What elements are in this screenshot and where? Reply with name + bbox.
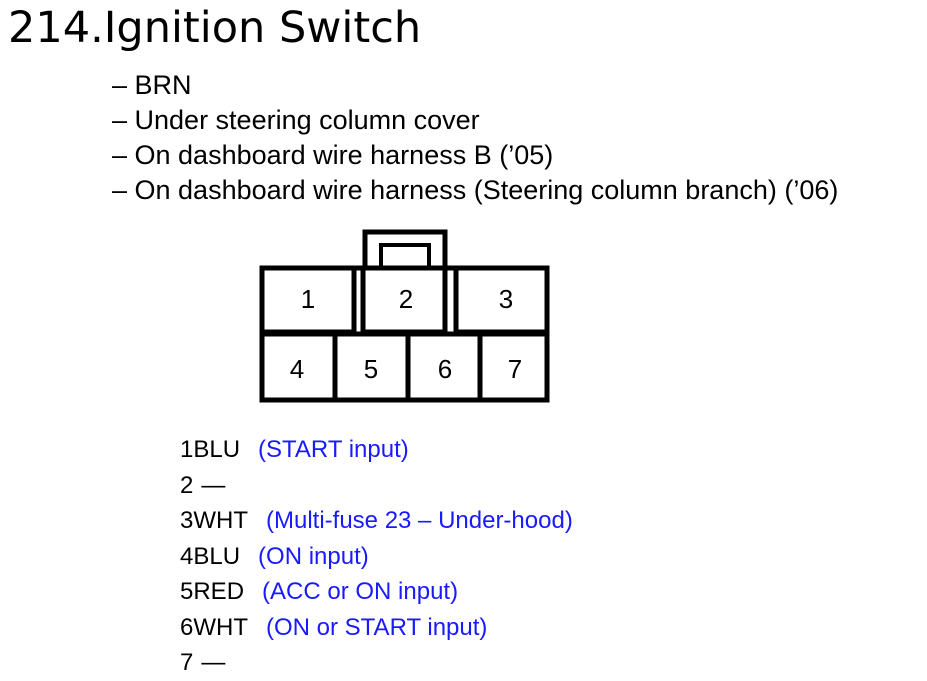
pin-wire: 7: [180, 649, 194, 676]
note-connector-color: – BRN: [112, 70, 192, 100]
pin-description: (Multi-fuse 23 – Under-hood): [266, 507, 573, 534]
cavity-label-2: 2: [399, 284, 413, 314]
pin-list: 1BLU(START input) 2— 3WHT(Multi-fuse 23 …: [180, 432, 573, 681]
pin-row: 1BLU (START input): [180, 432, 573, 468]
connector-diagram: 1 2 3 4 5 6 7: [259, 229, 550, 403]
connector-lock-tab: [362, 229, 448, 271]
pin-description: (ACC or ON input): [262, 578, 459, 605]
pin-wire: 6WHT: [180, 613, 248, 641]
pin-description: —: [201, 471, 226, 499]
page-title: 214.Ignition Switch: [8, 3, 422, 53]
connector-notes: – BRN – Under steering column cover – On…: [112, 68, 838, 208]
pin-wire: 1BLU: [180, 436, 241, 463]
pin-description: (START input): [258, 436, 409, 463]
cavity-label-7: 7: [508, 354, 522, 384]
pin-row: 6WHT (ON or START input): [180, 610, 573, 646]
pin-wire: 5RED: [180, 578, 245, 605]
cavity-label-1: 1: [301, 284, 315, 314]
pin-wire: 4BLU: [180, 542, 241, 570]
pin-description: —: [201, 649, 226, 676]
note-location: – Under steering column cover: [112, 105, 480, 135]
pin-row: 4BLU (ON input): [180, 539, 573, 575]
pin-row: 3WHT (Multi-fuse 23 – Under-hood): [180, 503, 573, 539]
cavity-label-5: 5: [364, 354, 378, 384]
cavity-label-6: 6: [438, 354, 452, 384]
note-harness-2005: – On dashboard wire harness B (’05): [112, 140, 554, 170]
pin-wire: 3WHT: [180, 507, 248, 534]
pin-wire: 2: [180, 471, 194, 499]
note-harness-2006: – On dashboard wire harness (Steering co…: [112, 175, 839, 205]
pin-row: 5RED (ACC or ON input): [180, 574, 573, 610]
pin-row: 7—: [180, 645, 573, 681]
pin-description: (ON or START input): [266, 613, 488, 641]
pin-description: (ON input): [258, 542, 369, 570]
pin-row: 2—: [180, 468, 573, 504]
cavity-label-3: 3: [499, 284, 513, 314]
cavity-label-4: 4: [290, 354, 304, 384]
